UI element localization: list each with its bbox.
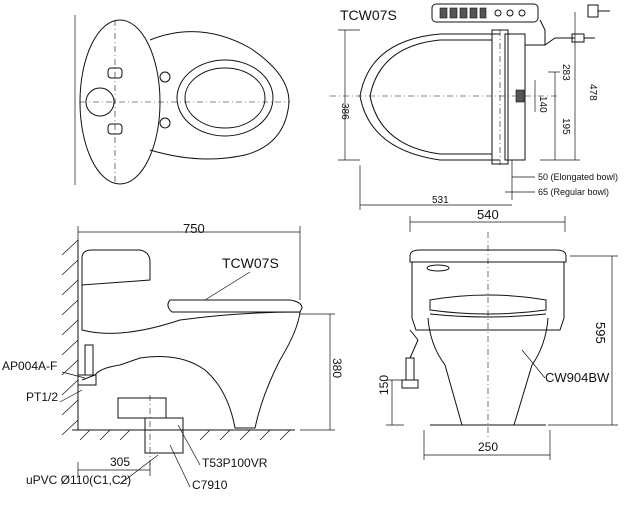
dim-386: 386	[339, 103, 350, 120]
callout-t53: T53P100VR	[202, 456, 268, 470]
dim-140: 140	[537, 96, 548, 113]
seat-plan-view: TCW07S 386 283	[330, 3, 618, 210]
front-model-label: CW904BW	[545, 370, 610, 385]
dim-531: 531	[432, 195, 449, 206]
note-elongated: 50 (Elongated bowl)	[538, 172, 618, 182]
dim-305: 305	[110, 455, 130, 469]
front-view-toilet: 540 595 150 250 CW904BW	[377, 207, 618, 460]
dim-595: 595	[593, 322, 608, 344]
note-regular: 65 (Regular bowl)	[538, 187, 609, 197]
side-view-toilet: 750 TCW07S 380	[2, 221, 344, 492]
dim-540: 540	[477, 207, 499, 222]
remote-controller	[431, 3, 539, 23]
side-seat-label: TCW07S	[222, 255, 279, 271]
dim-150: 150	[377, 375, 391, 395]
top-model-label: TCW07S	[340, 7, 397, 23]
callout-ap004a: AP004A-F	[2, 359, 57, 373]
callout-pt: PT1/2	[26, 390, 58, 404]
callout-upvc: uPVC Ø110(C1,C2)	[26, 473, 131, 487]
dim-195: 195	[560, 118, 571, 135]
dim-380: 380	[330, 358, 344, 378]
dim-283: 283	[560, 64, 571, 81]
plan-view-toilet	[74, 15, 290, 185]
dim-250: 250	[478, 440, 498, 454]
dim-750: 750	[183, 221, 205, 236]
callout-c7910: C7910	[192, 478, 228, 492]
dim-478: 478	[587, 84, 598, 101]
